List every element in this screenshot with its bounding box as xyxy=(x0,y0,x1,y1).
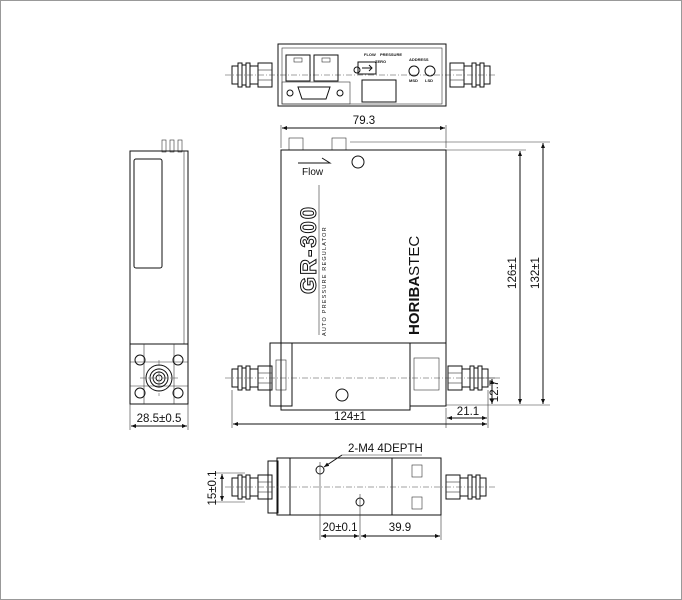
dim-fitting-offset: 21.1 xyxy=(457,406,479,418)
front-dimensions: 79.3 126±1 132±1 12.7 124±1 21.1 xyxy=(231,115,550,428)
dim-height-inner: 126±1 xyxy=(507,257,519,289)
label-pressure: PRESSURE xyxy=(380,52,402,57)
label-zero: ZERO xyxy=(375,59,386,64)
dim-width-top: 79.3 xyxy=(353,115,375,127)
top-view: FLOW PRESSURE ZERO ADDRESS MSD LSD xyxy=(225,43,497,107)
dim-bottom-height: 15±0.1 xyxy=(207,470,219,505)
lsd-switch xyxy=(424,65,436,77)
model-name: GR-300 xyxy=(296,205,321,294)
brand-logo: HORIBASTEC xyxy=(406,236,423,335)
label-flow: FLOW xyxy=(364,52,376,57)
dim-port-height: 12.7 xyxy=(489,380,501,402)
side-view: 28.5±0.5 xyxy=(129,139,189,430)
dsub-connector xyxy=(297,86,331,100)
flow-arrow-icon xyxy=(298,157,332,164)
dim-hole-spacing: 20±0.1 xyxy=(322,522,357,534)
dim-height-total: 132±1 xyxy=(530,257,542,289)
bottom-view: 2-M4 4DEPTH 20±0.1 39.9 15±0.1 xyxy=(207,443,497,540)
front-view: Flow GR-300 AUTO PRESSURE REGULATOR HORI… xyxy=(225,137,497,411)
dim-hole-offset: 39.9 xyxy=(389,522,411,534)
ethernet-port-1 xyxy=(285,54,311,82)
label-lsd: LSD xyxy=(425,78,433,83)
dim-side-width: 28.5±0.5 xyxy=(137,413,182,425)
label-msd: MSD xyxy=(409,78,418,83)
label-address: ADDRESS xyxy=(409,57,429,62)
zero-button xyxy=(357,61,377,75)
msd-switch xyxy=(408,65,420,77)
flow-label: Flow xyxy=(302,167,324,178)
hole-note: 2-M4 4DEPTH xyxy=(348,443,423,455)
model-subtitle: AUTO PRESSURE REGULATOR xyxy=(322,226,328,336)
dim-length-total: 124±1 xyxy=(334,411,366,423)
ethernet-port-2 xyxy=(313,54,339,82)
